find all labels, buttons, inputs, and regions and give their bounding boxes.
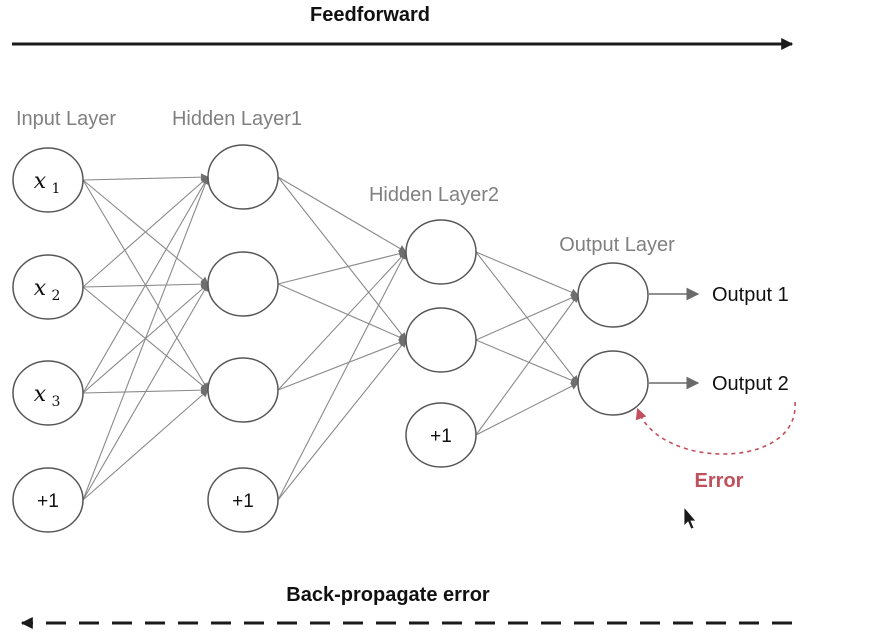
input-node-x3: x 3: [12, 360, 84, 426]
feedforward-title: Feedforward: [310, 4, 430, 26]
output2-label: Output 2: [712, 373, 789, 395]
hidden2-bias-node: +1: [405, 402, 477, 468]
hidden2-output-edge-3-1: [475, 294, 579, 436]
hidden1-node-1: [207, 144, 279, 210]
input-node-x1-var: x: [34, 169, 47, 194]
input-hidden1-edge-4-3: [82, 389, 209, 501]
connection-edges: [82, 173, 579, 501]
hidden-layer2-label: Hidden Layer2: [369, 184, 499, 206]
output1-label: Output 1: [712, 284, 789, 306]
hidden1-bias-label: +1: [232, 491, 254, 512]
hidden2-node-2: [405, 307, 477, 373]
error-curve-arrow: [635, 401, 796, 455]
hidden1-node-2: [207, 251, 279, 317]
hidden1-bias-node: +1: [207, 467, 279, 533]
mouse-cursor-icon: [683, 505, 697, 530]
input-hidden1-edge-3-1: [82, 176, 209, 394]
input-hidden1-edge-4-2: [82, 283, 209, 501]
hidden2-bias-label: +1: [430, 426, 452, 447]
hidden1-hidden2-edge-2-1: [277, 249, 407, 285]
input-hidden1-edge-1-1: [82, 173, 209, 182]
hidden1-hidden2-edge-1-2: [277, 176, 407, 341]
input-hidden1-edge-2-1: [82, 176, 209, 288]
hidden2-output-edge-2-1: [475, 294, 579, 341]
output-layer-label: Output Layer: [559, 234, 675, 256]
hidden1-hidden2-edge-3-1: [277, 251, 407, 391]
hidden-layer1-label: Hidden Layer1: [172, 108, 302, 130]
input-node-x2-sub: 2: [52, 288, 61, 304]
output-node-2: [577, 350, 649, 416]
input-node-x3-var: x: [34, 382, 47, 407]
input-node-x3-sub: 3: [52, 394, 61, 410]
backprop-title: Back-propagate error: [286, 584, 490, 606]
input-layer-label: Input Layer: [16, 108, 116, 130]
hidden1-node-3: [207, 357, 279, 423]
input-hidden1-edge-4-1: [82, 176, 210, 501]
output-node-1: [577, 262, 649, 328]
input-node-x2: x 2: [12, 254, 84, 320]
hidden1-hidden2-edge-3-2: [277, 338, 407, 391]
hidden2-output-edge-1-1: [475, 251, 579, 296]
error-label: Error: [695, 470, 744, 492]
hidden2-node-1: [405, 219, 477, 285]
input-node-x2-var: x: [34, 276, 47, 301]
input-bias-node: +1: [12, 467, 84, 533]
hidden1-hidden2-edge-1-1: [277, 176, 407, 253]
hidden1-hidden2-edge-4-1: [277, 251, 407, 501]
hidden2-output-edge-2-2: [475, 339, 579, 384]
input-bias-label: +1: [37, 491, 59, 512]
hidden1-hidden2-edge-4-2: [277, 339, 407, 501]
hidden1-hidden2-edge-2-2: [277, 283, 407, 341]
input-node-x1: x 1: [12, 147, 84, 213]
input-node-x1-sub: 1: [52, 181, 61, 197]
hidden2-output-edge-3-2: [475, 382, 579, 436]
